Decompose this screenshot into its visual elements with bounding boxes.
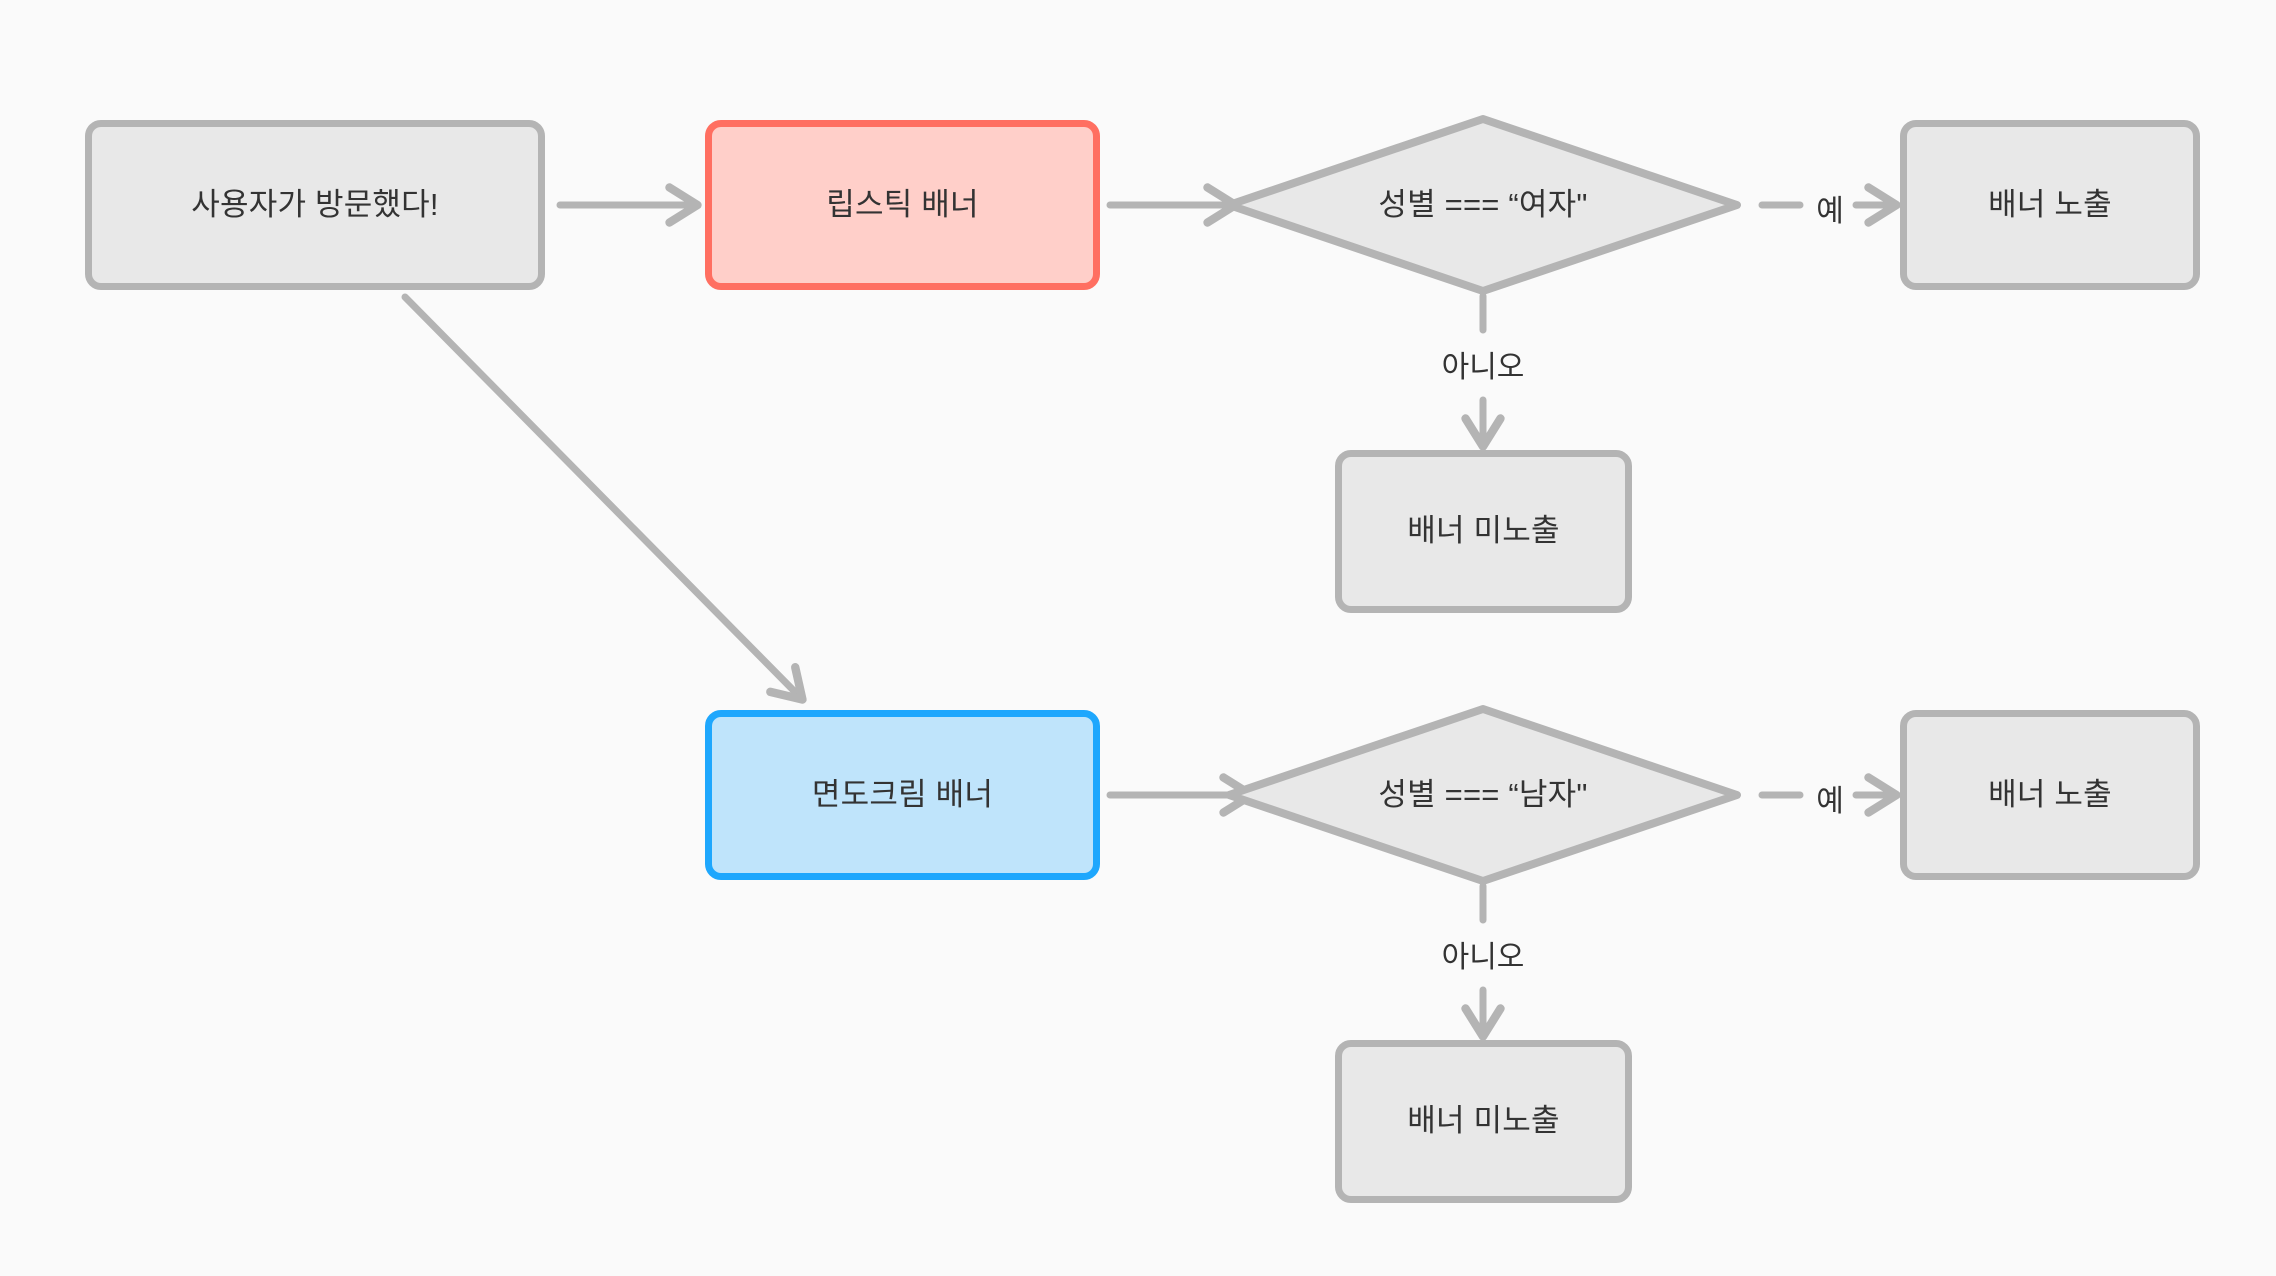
edge-start-to-shaving-cream <box>401 293 807 704</box>
node-shaving-cream-banner-label: 면도크림 배너 <box>811 776 994 812</box>
node-show-banner-female[interactable]: 배너 노출 <box>1900 120 2200 290</box>
diamond-shape-male <box>1225 705 1741 885</box>
node-start-label: 사용자가 방문했다! <box>191 186 439 222</box>
node-decision-male-label: 성별 === “남자" <box>1378 776 1588 812</box>
node-start[interactable]: 사용자가 방문했다! <box>85 120 545 290</box>
node-hide-banner-male-label: 배너 미노출 <box>1407 1103 1560 1139</box>
edge-label-female-no: 아니오 <box>1442 342 1525 386</box>
node-lipstick-banner[interactable]: 립스틱 배너 <box>705 120 1100 290</box>
node-show-banner-male[interactable]: 배너 노출 <box>1900 710 2200 880</box>
edge-label-female-yes: 예 <box>1806 186 1854 230</box>
edge-label-male-yes-text: 예 <box>1816 785 1844 818</box>
node-decision-female-label: 성별 === “여자" <box>1378 186 1588 222</box>
node-lipstick-banner-label: 립스틱 배너 <box>826 186 979 222</box>
edge-label-male-yes: 예 <box>1806 776 1854 820</box>
node-shaving-cream-banner[interactable]: 면도크림 배너 <box>705 710 1100 880</box>
node-decision-female[interactable]: 성별 === “여자" <box>1222 112 1744 298</box>
node-hide-banner-female[interactable]: 배너 미노출 <box>1335 450 1632 613</box>
edge-label-female-yes-text: 예 <box>1816 195 1844 228</box>
diamond-shape-female <box>1225 115 1741 295</box>
node-show-banner-male-label: 배너 노출 <box>1988 776 2112 812</box>
node-hide-banner-female-label: 배너 미노출 <box>1407 513 1560 549</box>
node-decision-male[interactable]: 성별 === “남자" <box>1222 702 1744 888</box>
node-show-banner-female-label: 배너 노출 <box>1988 186 2112 222</box>
edge-label-male-no-text: 아니오 <box>1441 941 1525 974</box>
edge-label-male-no: 아니오 <box>1442 932 1525 976</box>
edge-label-female-no-text: 아니오 <box>1441 351 1525 384</box>
node-hide-banner-male[interactable]: 배너 미노출 <box>1335 1040 1632 1203</box>
